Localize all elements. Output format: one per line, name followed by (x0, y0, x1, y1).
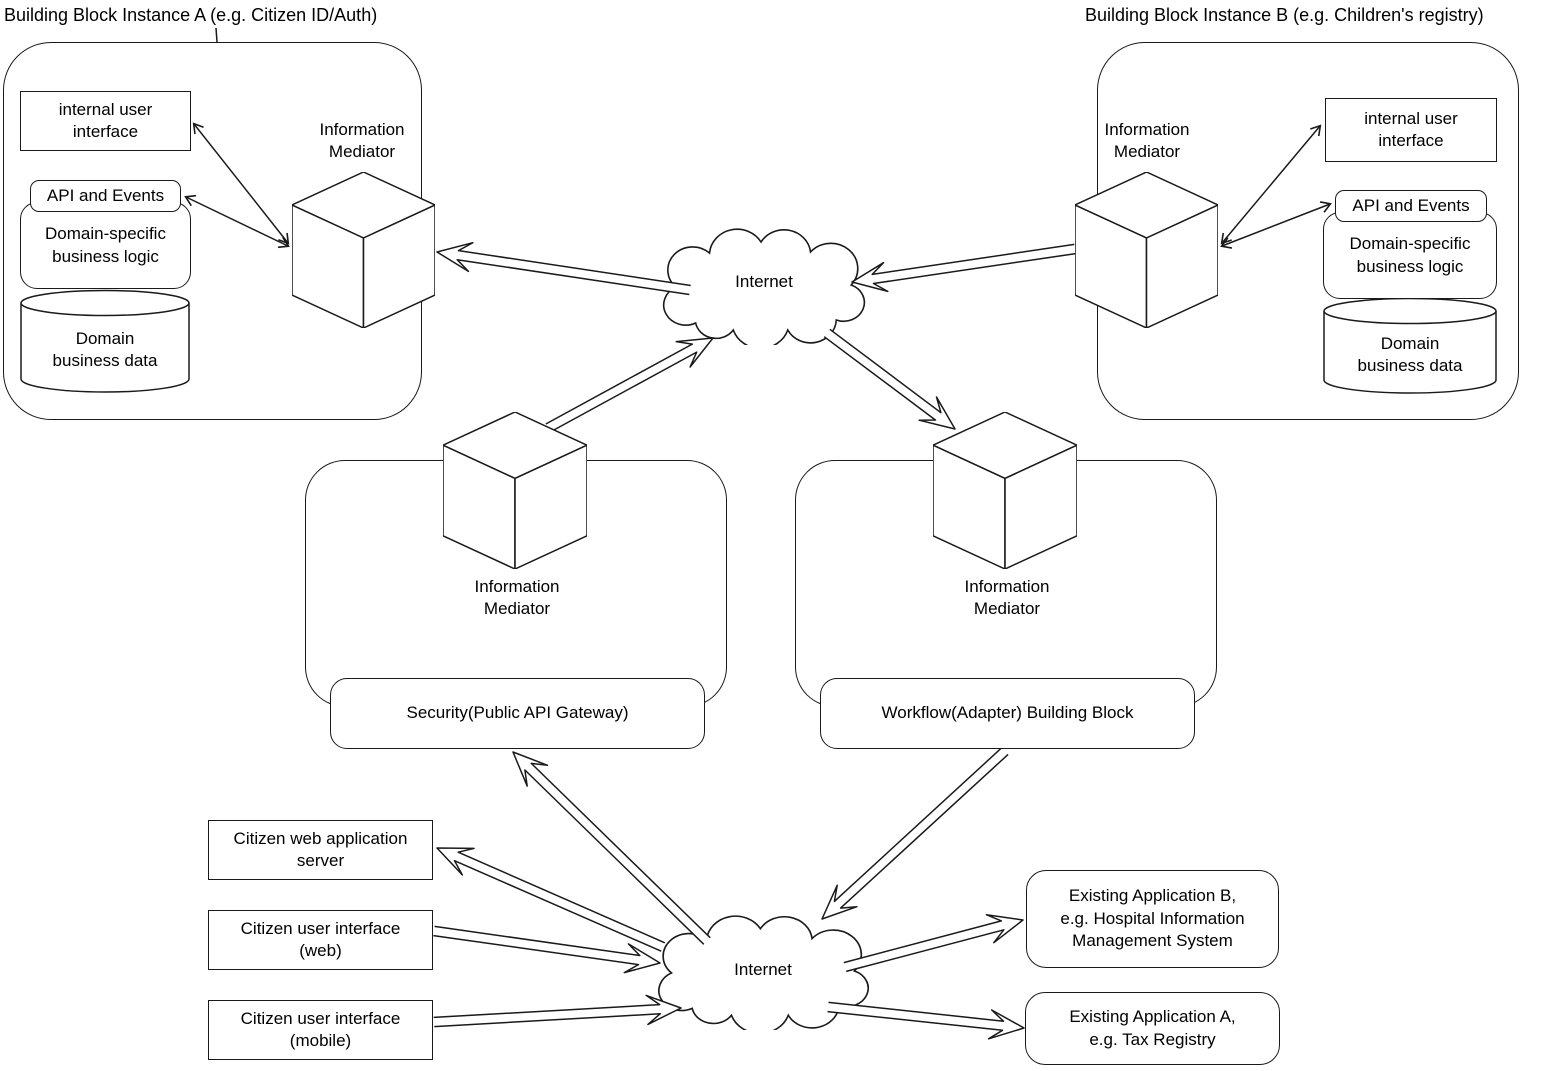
existing-application-b-box: Existing Application B, e.g. Hospital In… (1026, 870, 1279, 968)
domain-business-logic-box-b: Domain-specific business logic (1323, 212, 1497, 299)
link-api-events-a-to-mediator-cube-a (184, 194, 290, 249)
link-api-events-b-to-mediator-cube-b (1220, 201, 1332, 249)
information-mediator-cube-workflow (933, 412, 1077, 569)
api-and-events-box-a: API and Events (30, 180, 181, 212)
arrow-internet-top-to-block-a (436, 241, 691, 296)
link-internal-ui-b-to-mediator-cube-b (1220, 124, 1322, 245)
arrow-internet-bottom-to-security-gateway (512, 751, 711, 945)
block-a-title: Building Block Instance A (e.g. Citizen … (4, 5, 378, 25)
citizen-web-application-server-box: Citizen web application server (208, 820, 433, 880)
existing-application-a-box: Existing Application A, e.g. Tax Registr… (1025, 992, 1280, 1065)
internal-user-interface-box-b: internal user interface (1325, 98, 1497, 162)
arrow-citizen-ui-mobile-to-internet-bottom (433, 994, 682, 1028)
arrow-citizen-ui-web-to-internet-bottom (433, 925, 661, 974)
api-and-events-box-b: API and Events (1335, 190, 1487, 222)
internet-label-top: Internet (735, 272, 793, 291)
domain-business-data-label-a: Domain business data (52, 328, 158, 370)
security-public-api-gateway-box: Security(Public API Gateway) (330, 678, 705, 749)
citizen-user-interface-web-box: Citizen user interface (web) (208, 910, 433, 970)
block-a-title-tick (215, 27, 218, 43)
information-mediator-cube-block-b (1075, 172, 1218, 328)
domain-business-logic-box-a: Domain-specific business logic (20, 202, 191, 289)
arrow-internet-bottom-to-existing-app-b (843, 913, 1024, 973)
arrow-internet-top-to-workflow-mediator (823, 328, 956, 430)
arrow-security-mediator-to-internet-top (545, 337, 714, 433)
domain-business-data-cylinder-a (20, 289, 190, 393)
workflow-adapter-building-block-box: Workflow(Adapter) Building Block (820, 678, 1195, 749)
arrow-block-b-to-internet-top (851, 243, 1076, 293)
domain-business-data-label-b: Domain business data (1357, 333, 1463, 375)
information-mediator-label-workflow: Information Mediator (964, 577, 1050, 619)
information-mediator-label-security: Information Mediator (474, 577, 560, 619)
information-mediator-label-a: Information Mediator (319, 120, 405, 162)
domain-business-data-cylinder-b (1323, 297, 1497, 394)
internal-user-interface-box-a: internal user interface (20, 91, 191, 151)
information-mediator-label-b: Information Mediator (1104, 120, 1190, 162)
block-b-title: Building Block Instance B (e.g. Children… (1085, 5, 1484, 25)
arrow-internet-bottom-to-citizen-web-server (436, 847, 666, 952)
internet-label-bottom: Internet (734, 960, 792, 979)
link-internal-ui-a-to-mediator-cube-a (192, 122, 290, 245)
information-mediator-cube-security (443, 412, 587, 569)
citizen-user-interface-mobile-box: Citizen user interface (mobile) (208, 1000, 433, 1060)
information-mediator-cube-block-a (292, 172, 435, 328)
arrow-workflow-block-to-internet-bottom (821, 747, 1009, 920)
arrow-internet-bottom-to-existing-app-a (827, 1001, 1025, 1040)
